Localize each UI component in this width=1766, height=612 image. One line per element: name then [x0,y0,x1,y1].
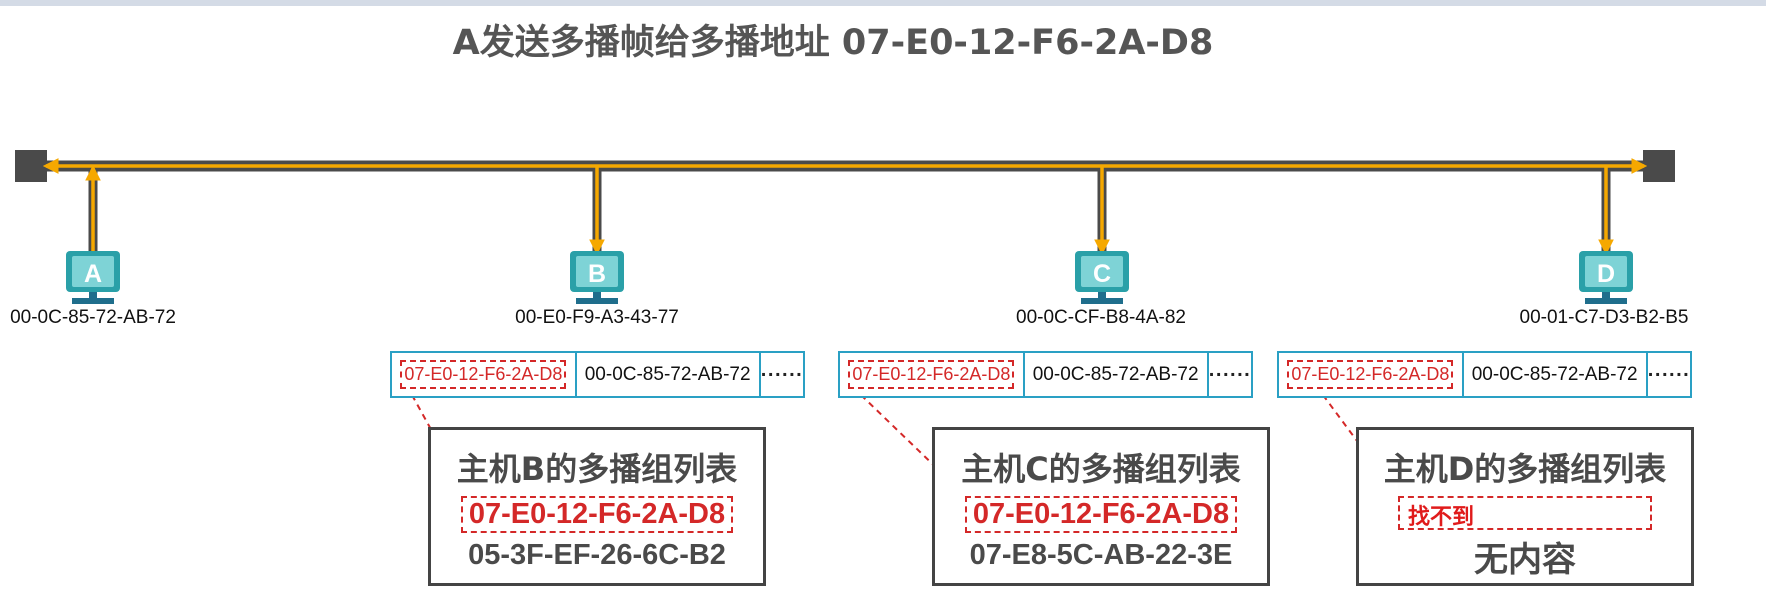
group-list-title: 主机D的多播组列表 [1383,450,1667,488]
host-d-mac: 00-01-C7-D3-B2-B5 [1519,307,1689,328]
group-match-address: 07-E0-12-F6-2A-D8 [460,496,734,533]
host-d-computer-icon: D [1579,251,1633,304]
frame-src-field: 00-0C-85-72-AB-72 [1025,353,1209,396]
host-a-computer-icon: A [66,251,120,304]
frame-at-host-b: 07-E0-12-F6-2A-D8 00-0C-85-72-AB-72 ····… [390,351,805,398]
diagram-title: A发送多播帧给多播地址 07-E0-12-F6-2A-D8 [452,23,1214,63]
not-found-label: 找不到 [1408,505,1475,530]
host-a-mac: 00-0C-85-72-AB-72 [10,307,176,328]
host-b-letter: B [588,260,606,288]
host-c-computer-icon: C [1075,251,1129,304]
not-found-box: 找不到 [1398,496,1652,530]
frame-at-host-c: 07-E0-12-F6-2A-D8 00-0C-85-72-AB-72 ····… [838,351,1253,398]
frame-src-field: 00-0C-85-72-AB-72 [1464,353,1648,396]
group-match-address: 07-E0-12-F6-2A-D8 [964,496,1238,533]
host-c-group-list: 主机C的多播组列表 07-E0-12-F6-2A-D8 07-E8-5C-AB-… [932,427,1270,586]
host-a-letter: A [84,260,102,288]
frame-dest-field: 07-E0-12-F6-2A-D8 [840,353,1025,396]
group-list-title: 主机C的多播组列表 [961,450,1241,488]
host-d-group-list: 主机D的多播组列表 找不到 无内容 [1356,427,1694,586]
frame-more-field: ······ [760,365,803,384]
frame-src-field: 00-0C-85-72-AB-72 [577,353,761,396]
frame-more-field: ······ [1208,365,1251,384]
frame-more-field: ······ [1647,365,1690,384]
bus-terminator-right [1643,150,1675,182]
host-b-mac: 00-E0-F9-A3-43-77 [515,307,679,328]
host-b-group-list: 主机B的多播组列表 07-E0-12-F6-2A-D8 05-3F-EF-26-… [428,427,766,586]
host-c-letter: C [1093,260,1111,288]
group-other-address: 05-3F-EF-26-6C-B2 [468,539,726,571]
group-list-title: 主机B的多播组列表 [456,450,738,488]
host-b-computer-icon: B [570,251,624,304]
bus-terminator-left [15,150,47,182]
top-strip [0,0,1766,6]
frame-at-host-d: 07-E0-12-F6-2A-D8 00-0C-85-72-AB-72 ····… [1277,351,1692,398]
frame-dest-field: 07-E0-12-F6-2A-D8 [392,353,577,396]
host-c-mac: 00-0C-CF-B8-4A-82 [1016,307,1186,328]
frame-dest-address: 07-E0-12-F6-2A-D8 [400,360,567,389]
empty-list-label: 无内容 [1474,540,1576,580]
host-d-letter: D [1597,260,1615,288]
frame-dest-address: 07-E0-12-F6-2A-D8 [1287,360,1454,389]
frame-dest-field: 07-E0-12-F6-2A-D8 [1279,353,1464,396]
group-other-address: 07-E8-5C-AB-22-3E [969,539,1233,571]
frame-dest-address: 07-E0-12-F6-2A-D8 [848,360,1015,389]
